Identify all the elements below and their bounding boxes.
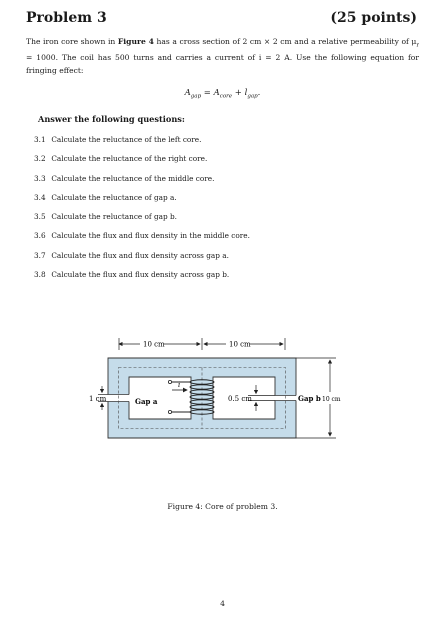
answer-heading: Answer the following questions: xyxy=(38,114,185,124)
gap-b-label: Gap b xyxy=(298,394,321,403)
eq-lhs: A xyxy=(184,88,191,98)
intro-text-2: has a cross section of 2 cm × 2 cm and a… xyxy=(153,37,417,46)
question-item: 3.5 Calculate the reluctance of gap b. xyxy=(34,212,250,231)
figure-reference: Figure 4 xyxy=(117,37,154,46)
problem-title: Problem 3 xyxy=(26,10,107,26)
eq-term2-sub: gap xyxy=(247,93,258,100)
current-label: i xyxy=(178,381,180,389)
question-number: 3.5 xyxy=(34,212,46,222)
dim-05cm xyxy=(248,385,275,411)
question-number: 3.6 xyxy=(34,231,46,241)
question-text: Calculate the flux and flux density acro… xyxy=(51,250,229,260)
question-text: Calculate the reluctance of the left cor… xyxy=(51,135,202,144)
dim-gap-b xyxy=(296,357,336,439)
question-text: Calculate the flux and flux density in t… xyxy=(51,231,250,241)
question-text: Calculate the reluctance of the middle c… xyxy=(51,173,215,183)
mean-flux-path xyxy=(118,367,286,429)
question-list: 3.1 Calculate the reluctance of the left… xyxy=(34,135,250,289)
coil xyxy=(172,379,215,415)
eq-term2: l xyxy=(244,88,248,98)
dim-1cm-label: 1 cm xyxy=(89,395,107,403)
dim-left-label: 10 cm xyxy=(143,341,165,349)
question-number: 3.4 xyxy=(34,192,46,202)
dim-05cm-label: 0.5 cm xyxy=(228,395,252,403)
figure-caption: Figure 4: Core of problem 3. xyxy=(167,502,278,511)
eq-term1-sub: core xyxy=(219,93,233,100)
dim-right-label: 10 cm xyxy=(229,341,251,349)
intro-text-1: The iron core shown in xyxy=(26,37,118,46)
core-figure: i 10 cm 10 cm 1 cm Gap a 0. xyxy=(89,338,341,439)
page-number: 4 xyxy=(220,599,225,608)
question-text: Calculate the reluctance of gap a. xyxy=(51,192,177,202)
question-number: 3.8 xyxy=(34,270,46,280)
question-text: Calculate the reluctance of gap b. xyxy=(51,212,177,222)
terminal-bottom xyxy=(168,410,173,415)
mu-subscript: r xyxy=(416,42,420,49)
problem-statement: The iron core shown in Figure 4 has a cr… xyxy=(26,36,419,77)
question-item: 3.3 Calculate the reluctance of the midd… xyxy=(34,174,250,193)
dim-gap-b-label: 10 cm xyxy=(322,396,341,403)
question-item: 3.1 Calculate the reluctance of the left… xyxy=(34,135,250,154)
question-number: 3.3 xyxy=(34,173,46,183)
fringing-equation: Agap = Acore + lgap. xyxy=(0,88,445,100)
eq-term1: A xyxy=(213,88,220,98)
top-dimension xyxy=(118,338,286,350)
problem-points: (25 points) xyxy=(330,10,417,26)
eq-period: . xyxy=(257,88,261,98)
question-number: 3.7 xyxy=(34,250,46,260)
problem-header: Problem 3 (25 points) xyxy=(26,10,417,30)
question-item: 3.4 Calculate the reluctance of gap a. xyxy=(34,193,250,212)
terminal-top xyxy=(168,380,173,385)
question-text: Calculate the reluctance of the right co… xyxy=(51,154,208,164)
eq-lhs-sub: gap xyxy=(190,93,202,100)
dim-1cm xyxy=(98,386,108,410)
question-text: Calculate the flux and flux density acro… xyxy=(51,270,230,280)
question-number: 3.1 xyxy=(34,135,46,144)
question-number: 3.2 xyxy=(34,154,46,164)
question-item: 3.6 Calculate the flux and flux density … xyxy=(34,231,250,250)
eq-plus: + xyxy=(232,88,245,98)
question-item: 3.2 Calculate the reluctance of the righ… xyxy=(34,154,250,173)
gap-a-label: Gap a xyxy=(135,397,158,406)
eq-equals: = xyxy=(201,88,214,98)
question-item: 3.8 Calculate the flux and flux density … xyxy=(34,270,250,289)
intro-text-3: = 1000. The coil has 500 turns and carri… xyxy=(26,53,419,75)
question-item: 3.7 Calculate the flux and flux density … xyxy=(34,251,250,270)
